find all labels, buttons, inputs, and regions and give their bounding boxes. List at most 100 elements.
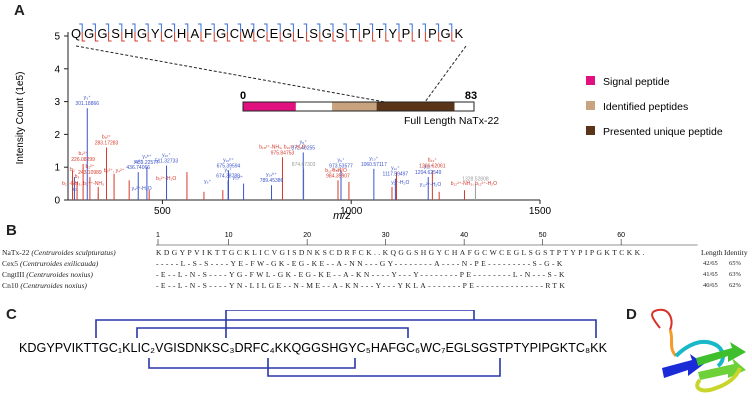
y-ion-bracket bbox=[237, 23, 242, 32]
peak-annotations: y₃⁺301.18866y₄ʰ⁺459.22577y₄²⁺436.74066y₁… bbox=[62, 95, 497, 192]
peak-label-minor: y₂ bbox=[72, 186, 77, 192]
y-ion-bracket bbox=[290, 23, 294, 32]
disulfide-map: KDGYPVIKTTGC₁KLIC₂VGISDNKSC₃DRFC₄KKQGGSH… bbox=[19, 310, 608, 377]
coil-red bbox=[651, 308, 673, 331]
peak-label-y-ion: y₃⁺ bbox=[84, 95, 92, 101]
residue: C bbox=[256, 26, 265, 41]
residue: Y bbox=[151, 26, 160, 41]
bar-segment bbox=[332, 102, 377, 111]
bond-c2-c5 bbox=[136, 327, 409, 338]
ruler-label: 50 bbox=[539, 232, 547, 239]
b-ion-bracket bbox=[108, 32, 112, 42]
b-ion-bracket bbox=[174, 32, 178, 42]
b-ion-bracket bbox=[253, 32, 257, 42]
peak-label-y-ion: 1060.57117 bbox=[361, 162, 387, 168]
peak-label-b-ion: b₄²⁺ bbox=[79, 151, 88, 157]
residue: K bbox=[454, 26, 463, 41]
peak-label-b-ion: 984.35907 bbox=[326, 173, 350, 179]
y-ion-bracket bbox=[435, 23, 440, 32]
residue: W bbox=[241, 26, 254, 41]
y-ion-bracket bbox=[158, 23, 162, 32]
x-tick-label: 1000 bbox=[340, 206, 363, 217]
peak-label-y-ion: 675.39594 bbox=[217, 163, 241, 169]
b-ion-bracket bbox=[187, 32, 191, 42]
residue: T bbox=[349, 26, 357, 41]
peak-label-unassigned: 1328.52808 bbox=[462, 177, 489, 183]
residue: H bbox=[177, 26, 186, 41]
legend-swatch-signal bbox=[586, 76, 595, 85]
peak-label-y-ion: 1117.59497 bbox=[383, 172, 409, 178]
y-tick-label: 3 bbox=[54, 97, 60, 108]
y-ion-bracket bbox=[382, 23, 387, 32]
b-ion-bracket bbox=[134, 32, 138, 42]
b-ion-bracket bbox=[292, 32, 297, 42]
y-ion-bracket bbox=[264, 23, 268, 32]
bar-end-label: 83 bbox=[465, 90, 477, 102]
residue: Q bbox=[71, 26, 81, 41]
b-ion-bracket bbox=[240, 32, 244, 42]
peak-label-y-ion: y₄²⁺ bbox=[134, 159, 143, 165]
peak-label-minor: b₅²⁺, y₄²⁺ bbox=[104, 168, 125, 174]
alignment-row-sequence: -E--L-N-S----YG-FWL-GK-EG-KE--A-KN----Y-… bbox=[156, 270, 567, 279]
residue: P bbox=[428, 26, 437, 41]
peak-label-y-ion: y₁₂⁺ bbox=[424, 164, 433, 170]
y-tick-label: 2 bbox=[54, 130, 60, 141]
b-ion-bracket bbox=[121, 32, 125, 42]
b-ion-bracket bbox=[200, 32, 204, 42]
b-ion-bracket bbox=[279, 32, 284, 42]
zoom-line-right bbox=[424, 45, 467, 103]
peak-label-b-ion: b₁²⁺ bbox=[86, 164, 95, 170]
bond-c3-c6 bbox=[225, 310, 475, 338]
residue: G bbox=[322, 26, 332, 41]
alignment-row-name: NaTx-22 (Centruroides sculpturatus) bbox=[2, 248, 116, 257]
b-ion-bracket bbox=[94, 32, 99, 42]
peak-label-b-ion: b₈²⁺ bbox=[102, 135, 112, 141]
alignment-header-length: Length bbox=[701, 248, 723, 257]
alignment-row-length: 41/65 bbox=[703, 271, 718, 278]
strand-blue bbox=[662, 354, 704, 378]
b-ion-bracket bbox=[438, 32, 442, 42]
y-ion-bracket bbox=[145, 23, 149, 32]
b-ion-bracket bbox=[424, 32, 429, 42]
alignment-row-name: Cn10 (Centruroides noxius) bbox=[2, 281, 87, 290]
b-ion-bracket bbox=[451, 32, 455, 42]
legend-label-identified: Identified peptides bbox=[603, 101, 688, 113]
alignment-row-sequence: -E--L-N-S----YN-LILGE--N-ME--A-KN---Y---… bbox=[156, 281, 568, 290]
x-axis-label: m/z bbox=[333, 210, 351, 222]
residue: G bbox=[216, 26, 226, 41]
y-ion-bracket bbox=[369, 23, 374, 32]
x-tick-label: 1500 bbox=[529, 206, 552, 217]
y-axis-label: Intensity Count (1e5) bbox=[15, 72, 26, 165]
alignment-row-length: 42/65 bbox=[703, 260, 718, 267]
peak-label-b-ion: b₂₂²⁺ bbox=[332, 167, 343, 173]
legend-label-unique: Presented unique peptide bbox=[603, 126, 723, 138]
peak-label-y-ion: y₉⁺ bbox=[337, 157, 344, 163]
bond-c1-c4-lower bbox=[148, 358, 356, 369]
y-ion-bracket bbox=[105, 23, 110, 32]
peak-label-y-ion: 301.18866 bbox=[75, 101, 99, 107]
y-ion-bracket bbox=[79, 23, 83, 32]
y-ion-bracket bbox=[224, 23, 228, 32]
bar-title: Full Length NaTx-22 bbox=[404, 115, 499, 127]
y-ion-bracket bbox=[422, 23, 426, 32]
b-ion-bracket bbox=[266, 32, 270, 42]
peak-label-y-ion: y₁₄ʰ⁺ bbox=[266, 172, 277, 178]
bar-start-label: 0 bbox=[240, 90, 246, 102]
peak-label-y-ion: 1204.62549 bbox=[415, 170, 442, 176]
residue: G bbox=[282, 26, 292, 41]
y-tick-label: 4 bbox=[54, 64, 60, 75]
peak-label-y-ion: 789.45386 bbox=[260, 178, 284, 184]
bar-segment bbox=[376, 102, 455, 111]
peaks bbox=[72, 108, 476, 200]
peak-label-minor: b₂ bbox=[70, 167, 75, 173]
b-ion-bracket bbox=[358, 32, 363, 42]
y-ion-bracket bbox=[211, 23, 215, 32]
y-ion-bracket bbox=[184, 23, 189, 32]
alignment-row-identity: 65% bbox=[729, 260, 741, 267]
y-ion-bracket bbox=[277, 23, 281, 32]
legend: Signal peptide Identified peptides Prese… bbox=[586, 76, 723, 138]
b-ion-bracket bbox=[345, 32, 350, 42]
peak-label-b-ion: 1206.62061 bbox=[419, 163, 446, 169]
